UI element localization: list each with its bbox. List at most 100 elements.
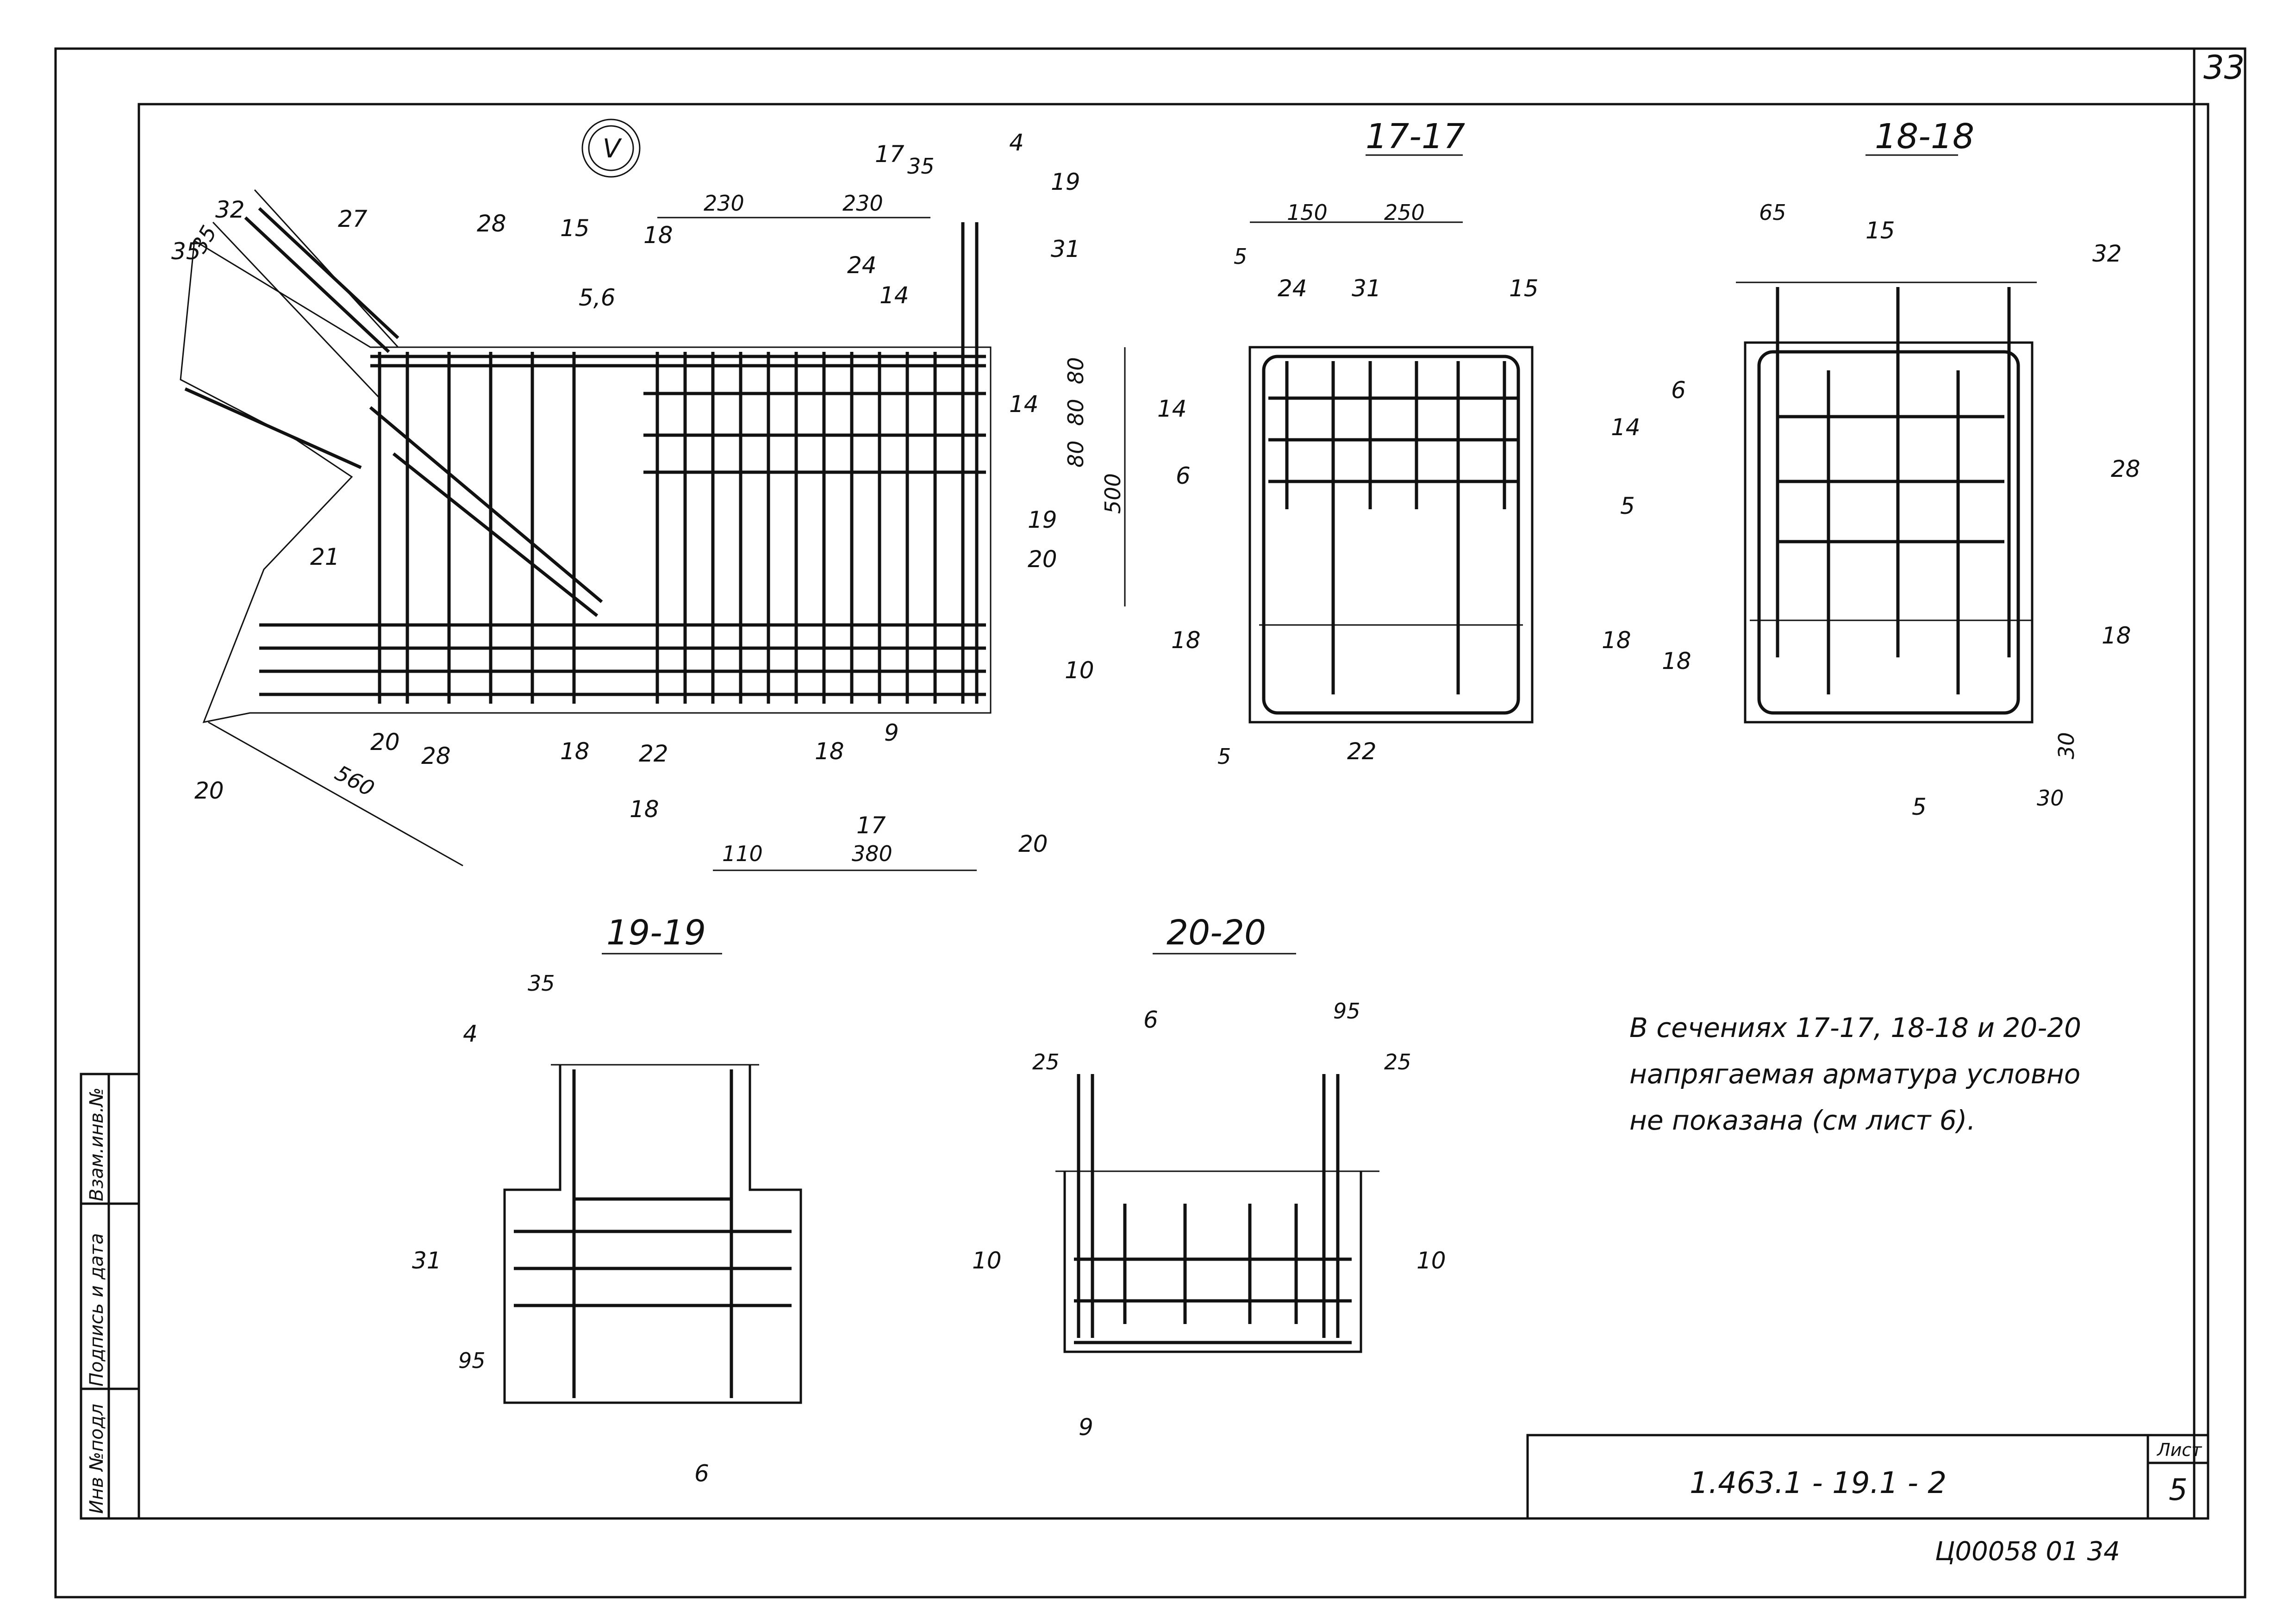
node-pos-28a: 28	[477, 210, 506, 237]
node-pos-18a: 18	[560, 738, 590, 765]
s18-pos-15: 15	[1866, 217, 1895, 244]
node-dim-80b: 80	[1063, 399, 1088, 426]
s18-pos-28: 28	[2111, 456, 2140, 482]
s17-pos-18b: 18	[1602, 627, 1631, 654]
note-line-3: не показана (см лист 6).	[1629, 1105, 1976, 1136]
node-pos-15: 15	[560, 215, 590, 242]
node-marker-inner	[588, 125, 634, 171]
node-dim-230a: 230	[704, 191, 744, 216]
s18-dim-30a: 30	[2054, 732, 2079, 759]
node-mark-20-top: 20	[1028, 546, 1057, 573]
node-pos-27: 27	[338, 206, 368, 232]
s19-dim-35: 35	[528, 971, 555, 996]
s17-outline	[1248, 346, 1534, 724]
node-stirrups	[378, 222, 979, 704]
s19-pos-31: 31	[412, 1247, 442, 1274]
top-right-number: 33	[2203, 49, 2245, 87]
sheet-frame	[54, 47, 2246, 1599]
node-marker-outer	[581, 119, 641, 178]
node-pos-5-6: 5,6	[579, 284, 616, 311]
section-20-view	[1055, 953, 1379, 1353]
node-mark-19-bot: 19	[1028, 506, 1057, 533]
node-dim-80a: 80	[1063, 357, 1088, 384]
node-pos-28b: 28	[421, 743, 451, 769]
s20-title: 20-20	[1167, 913, 1266, 953]
node-dim-80c: 80	[1063, 440, 1088, 468]
node-pos-18b: 18	[815, 738, 844, 765]
s20-dim-25a: 25	[1032, 1049, 1060, 1074]
s17-pos-14a: 14	[1157, 395, 1187, 422]
s17-title: 17-17	[1366, 117, 1465, 156]
s17-dim-5b: 5	[1217, 744, 1231, 769]
node-pos-20b: 20	[194, 777, 224, 804]
s20-pos-10a: 10	[972, 1247, 1002, 1274]
s20-pos-10b: 10	[1416, 1247, 1446, 1274]
s18-pos-32: 32	[2092, 240, 2122, 267]
title-sheet-number: 5	[2169, 1473, 2188, 1507]
title-sheet-label: Лист	[2156, 1440, 2202, 1460]
s18-title: 18-18	[1875, 117, 1974, 156]
s18-outline	[1744, 341, 2034, 724]
node-pos-22: 22	[639, 740, 668, 767]
s17-pos-24: 24	[1278, 275, 1307, 302]
node-pos-31: 31	[1051, 236, 1080, 262]
s19-dim-95: 95	[458, 1348, 486, 1373]
side-stamp: Инв №подл Подпись и дата Взам.инв.№	[80, 1073, 140, 1520]
s20-outline	[1063, 1171, 1362, 1353]
s17-pos-18a: 18	[1171, 627, 1201, 654]
s18-dim-65: 65	[1759, 200, 1786, 225]
node-pos-20a: 20	[370, 729, 400, 756]
title-block: 1.463.1 - 19.1 - 2 Лист 5	[1526, 1434, 2209, 1520]
node-pos-14b: 14	[1009, 391, 1039, 418]
s17-pos-14b: 14	[1611, 414, 1641, 441]
node-dim-380: 380	[852, 841, 892, 866]
s18-pos-18a: 18	[1662, 648, 1691, 675]
node-dim-500: 500	[1100, 473, 1125, 514]
s18-pos-6: 6	[1671, 377, 1686, 404]
s20-pos-9: 9	[1079, 1414, 1093, 1441]
node-mark-20-bot: 20	[1018, 831, 1048, 857]
s18-pos-18b: 18	[2102, 622, 2131, 649]
node-pos-4: 4	[1009, 129, 1024, 156]
title-code: 1.463.1 - 19.1 - 2	[1690, 1466, 1947, 1500]
s17-pos-15: 15	[1509, 275, 1539, 302]
node-pos-32: 32	[215, 196, 245, 223]
node-pos-10: 10	[1065, 657, 1094, 684]
stamp-inv-repl: Взам.инв.№	[86, 1087, 107, 1201]
s19-title: 19-19	[606, 913, 706, 953]
stamp-inv-orig: Инв №подл	[86, 1404, 107, 1514]
s20-dim-25b: 25	[1384, 1049, 1411, 1074]
node-pos-21: 21	[310, 543, 340, 570]
s18-dim-30b: 30	[2037, 786, 2064, 811]
node-mark-17-top: 17	[875, 141, 905, 168]
s19-pos-4: 4	[463, 1020, 478, 1047]
node-marker: V	[603, 134, 622, 164]
s17-dim-5a: 5	[1234, 244, 1247, 269]
node-dim-230b: 230	[842, 191, 883, 216]
node-mark-18-bot: 18	[630, 796, 659, 823]
node-mark-17-bot: 17	[856, 812, 886, 839]
s20-pos-6: 6	[1143, 1006, 1158, 1033]
node-pos-35: 35	[171, 238, 201, 265]
note-line-2: напрягаемая арматура условно	[1629, 1058, 2080, 1090]
section-17-view	[1248, 154, 1534, 724]
s17-pos-6: 6	[1176, 462, 1191, 489]
node-mark-18-top: 18	[643, 222, 673, 249]
node-outline	[180, 239, 992, 724]
node-pos-9: 9	[884, 719, 899, 746]
section-19-view	[503, 953, 802, 1404]
s17-pos-5: 5	[1620, 493, 1635, 519]
node-pos-14a: 14	[880, 282, 909, 309]
stamp-sign-date: Подпись и дата	[86, 1233, 107, 1387]
node-v-view: V	[180, 119, 1126, 871]
bottom-stamp: Ц00058 01 34	[1935, 1537, 2120, 1567]
s18-pos-5: 5	[1912, 793, 1927, 820]
s17-pos-22: 22	[1347, 738, 1377, 765]
s19-pos-6: 6	[694, 1460, 709, 1487]
s17-pos-31: 31	[1352, 275, 1381, 302]
node-pos-24: 24	[847, 252, 877, 279]
node-mark-19-top: 19	[1051, 169, 1080, 195]
s17-dim-250: 250	[1384, 200, 1425, 225]
note-line-1: В сечениях 17-17, 18-18 и 20-20	[1629, 1012, 2081, 1043]
